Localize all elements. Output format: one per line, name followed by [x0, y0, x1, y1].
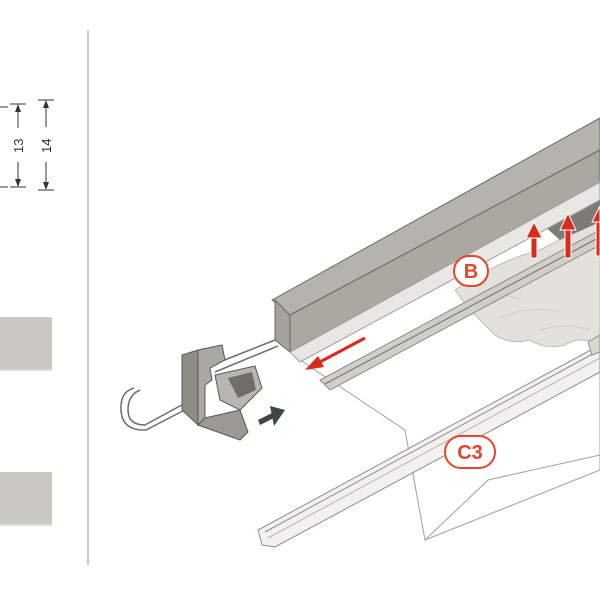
cover-rail — [289, 181, 600, 363]
insert-arrow — [258, 406, 285, 426]
up-arrow-1 — [525, 220, 543, 259]
callout-b: B — [453, 255, 489, 287]
dim-13-line — [15, 104, 21, 187]
slide-in-arrow — [305, 336, 366, 370]
end-cap — [181, 344, 263, 441]
push-up-arrows — [525, 205, 600, 259]
dim-14-line — [43, 100, 49, 190]
callout-b-label: B — [464, 261, 478, 283]
callout-c3: C3 — [444, 435, 496, 469]
inner-rail — [319, 229, 600, 391]
dim-14-label: 14 — [39, 139, 54, 153]
color-swatch-1 — [0, 317, 52, 369]
up-arrow-3 — [591, 205, 600, 257]
up-arrow-2 — [559, 211, 577, 259]
diffuser-end-clip — [587, 334, 600, 356]
callout-c3-label: C3 — [457, 442, 483, 464]
color-swatch-2 — [0, 472, 52, 524]
dim-13-label: 13 — [11, 139, 26, 153]
